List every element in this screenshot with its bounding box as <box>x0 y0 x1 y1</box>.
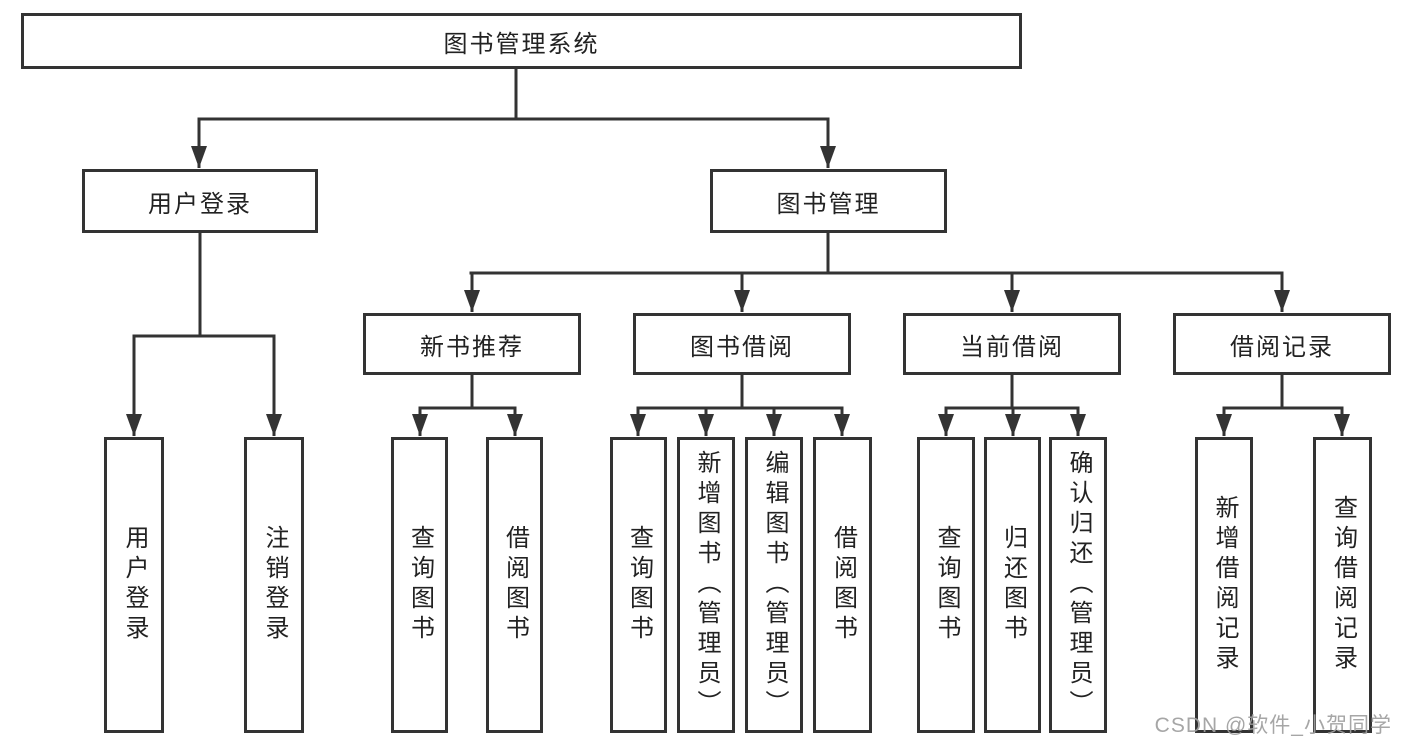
node-root-system: 图书管理系统 <box>21 13 1022 69</box>
node-book-management: 图书管理 <box>710 169 947 233</box>
node-label: 新书推荐 <box>420 333 524 361</box>
leaf-logout-login: 注销登录 <box>244 437 304 733</box>
leaf-borrow-edit-book-admin: 编辑图书（管理员） <box>745 437 803 733</box>
leaf-current-confirm-return-admin: 确认归还（管理员） <box>1049 437 1107 733</box>
node-current-borrow: 当前借阅 <box>903 313 1121 375</box>
leaf-record-add-borrow-record: 新增借阅记录 <box>1195 437 1253 733</box>
node-label: 新增图书（管理员） <box>693 450 720 720</box>
leaf-recommend-borrow-book: 借阅图书 <box>486 437 543 733</box>
node-new-book-recommend: 新书推荐 <box>363 313 581 375</box>
leaf-current-query-book: 查询图书 <box>917 437 975 733</box>
leaf-user-login: 用户登录 <box>104 437 164 733</box>
node-label: 查询图书 <box>625 525 653 645</box>
node-label: 用户登录 <box>121 525 148 645</box>
node-label: 查询图书 <box>406 525 434 645</box>
node-label: 图书管理系统 <box>443 30 600 58</box>
node-book-borrow: 图书借阅 <box>633 313 851 375</box>
node-label: 编辑图书（管理员） <box>761 450 788 720</box>
node-label: 归还图书 <box>999 525 1027 645</box>
node-user-login: 用户登录 <box>82 169 318 233</box>
leaf-current-return-book: 归还图书 <box>984 437 1041 733</box>
node-label: 借阅记录 <box>1230 333 1334 361</box>
node-label: 借阅图书 <box>829 525 857 645</box>
leaf-borrow-query-book: 查询图书 <box>610 437 667 733</box>
leaf-borrow-add-book-admin: 新增图书（管理员） <box>677 437 735 733</box>
node-label: 新增借阅记录 <box>1211 495 1238 675</box>
node-borrow-record: 借阅记录 <box>1173 313 1391 375</box>
node-label: 用户登录 <box>148 190 252 218</box>
node-label: 确认归还（管理员） <box>1065 450 1092 720</box>
node-label: 查询借阅记录 <box>1329 495 1357 675</box>
node-label: 查询图书 <box>933 525 960 645</box>
leaf-recommend-query-book: 查询图书 <box>391 437 448 733</box>
node-label: 图书借阅 <box>690 333 794 361</box>
node-label: 图书管理 <box>776 190 881 218</box>
node-label: 当前借阅 <box>960 333 1064 361</box>
leaf-record-query-borrow-record: 查询借阅记录 <box>1313 437 1372 733</box>
leaf-borrow-borrow-book: 借阅图书 <box>813 437 872 733</box>
watermark-text: CSDN @软件_小贺同学 <box>1154 714 1392 737</box>
node-label: 注销登录 <box>261 525 288 645</box>
node-label: 借阅图书 <box>501 525 529 645</box>
